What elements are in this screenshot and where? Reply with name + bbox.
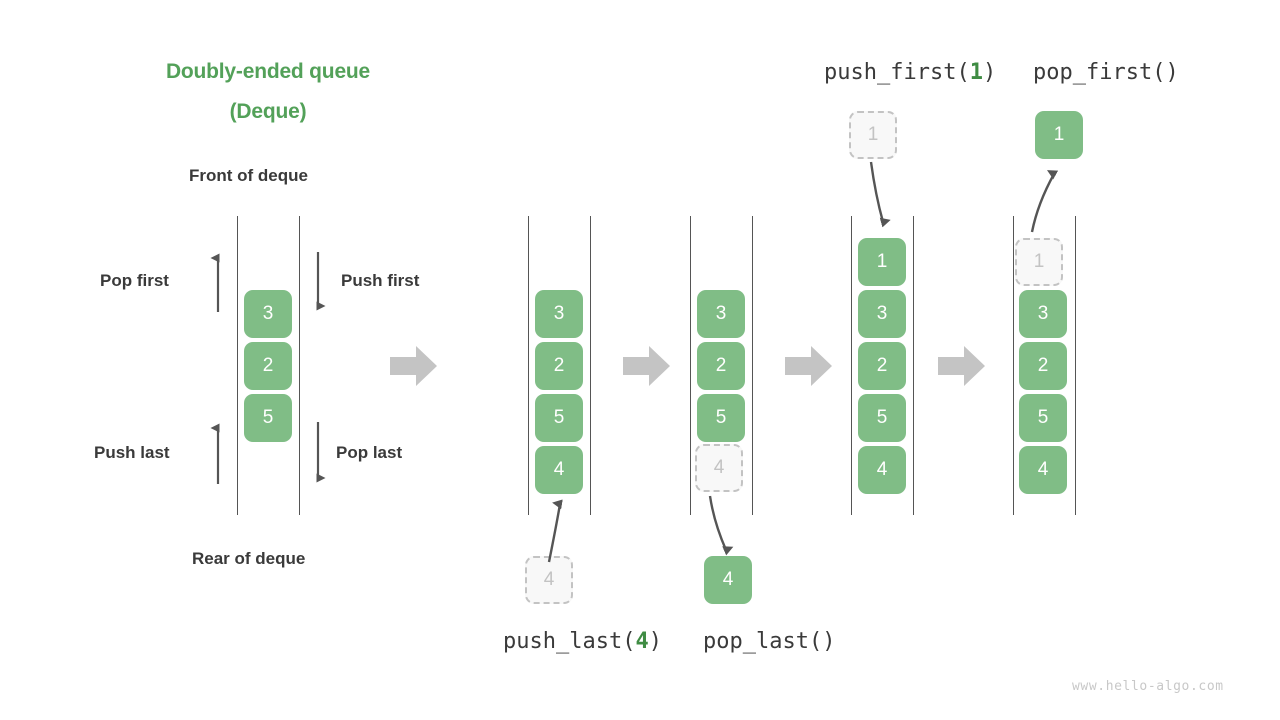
stack3-box-3-ghost: 4 xyxy=(695,444,743,492)
stack3-detached-box: 4 xyxy=(704,556,752,604)
pop-last-paren-close: ) xyxy=(822,629,836,654)
stack4-rail-right xyxy=(913,216,914,515)
push-last-operation-label: push_last(4) xyxy=(503,629,662,654)
watermark-label: www.hello-algo.com xyxy=(1072,679,1224,694)
transition-arrow-2-icon xyxy=(623,346,670,386)
push-first-arrow-icon xyxy=(316,252,326,311)
stack4-box-2: 2 xyxy=(858,342,906,390)
push-first-paren-close: ) xyxy=(982,60,997,85)
push-last-transfer-arrow-icon xyxy=(547,499,563,563)
push-last-paren-close: ) xyxy=(648,629,662,654)
stack1-rail-right xyxy=(299,216,300,515)
push-last-arg: 4 xyxy=(635,629,649,654)
pop-first-paren-close: ) xyxy=(1165,60,1179,85)
stack5-box-4: 4 xyxy=(1019,446,1067,494)
pop-first-arrow-icon xyxy=(210,253,220,312)
stack1-box-0: 3 xyxy=(244,290,292,338)
rear-of-deque-label: Rear of deque xyxy=(192,549,306,568)
stack4-box-0: 1 xyxy=(858,238,906,286)
stack4-detached-ghost-box: 1 xyxy=(849,111,897,159)
stack2-box-1: 2 xyxy=(535,342,583,390)
transition-arrow-3-icon xyxy=(785,346,832,386)
stack3-rail-left xyxy=(690,216,691,515)
stack4-box-3: 5 xyxy=(858,394,906,442)
stack5-rail-left xyxy=(1013,216,1014,515)
stack2-box-0: 3 xyxy=(535,290,583,338)
diagram-title-line1: Doubly-ended queue xyxy=(165,60,371,83)
push-first-operation-label: push_first(1) xyxy=(824,60,996,85)
stack2-box-3: 4 xyxy=(535,446,583,494)
stack5-box-1: 3 xyxy=(1019,290,1067,338)
stack1-box-1: 2 xyxy=(244,342,292,390)
pop-first-operation-label: pop_first() xyxy=(1033,60,1179,85)
stack5-box-0-ghost: 1 xyxy=(1015,238,1063,286)
stack5-box-2: 2 xyxy=(1019,342,1067,390)
stack3-box-1: 2 xyxy=(697,342,745,390)
pop-first-fn-name: pop_first xyxy=(1033,60,1153,85)
pop-last-label: Pop last xyxy=(336,443,403,462)
stack2-detached-ghost-box: 4 xyxy=(525,556,573,604)
stack3-rail-right xyxy=(752,216,753,515)
pop-first-paren-open: ( xyxy=(1152,60,1166,85)
stack1-rail-left xyxy=(237,216,238,515)
transition-arrow-1-icon xyxy=(390,346,437,386)
stack4-box-1: 3 xyxy=(858,290,906,338)
front-of-deque-label: Front of deque xyxy=(189,166,308,185)
stack4-rail-left xyxy=(851,216,852,515)
push-first-fn-name: push_first xyxy=(824,60,957,85)
stack3-box-0: 3 xyxy=(697,290,745,338)
pop-first-transfer-arrow-icon xyxy=(1030,170,1059,233)
stack5-box-3: 5 xyxy=(1019,394,1067,442)
push-last-label: Push last xyxy=(94,443,170,462)
pop-last-fn-name: pop_last xyxy=(703,629,809,654)
pop-last-operation-label: pop_last() xyxy=(703,629,835,654)
diagram-title-line2: (Deque) xyxy=(229,100,307,123)
stack2-box-2: 5 xyxy=(535,394,583,442)
push-last-paren-open: ( xyxy=(622,629,636,654)
stack1-box-2: 5 xyxy=(244,394,292,442)
push-first-label: Push first xyxy=(341,271,420,290)
push-first-paren-open: ( xyxy=(956,60,970,85)
pop-last-arrow-icon xyxy=(316,422,326,483)
stack5-detached-box: 1 xyxy=(1035,111,1083,159)
pop-last-transfer-arrow-icon xyxy=(708,495,734,556)
stack2-rail-right xyxy=(590,216,591,515)
pop-last-paren-open: ( xyxy=(808,629,823,654)
stack5-rail-right xyxy=(1075,216,1076,515)
transition-arrow-4-icon xyxy=(938,346,985,386)
stack4-box-4: 4 xyxy=(858,446,906,494)
stack2-rail-left xyxy=(528,216,529,515)
push-first-transfer-arrow-icon xyxy=(869,161,891,228)
stack3-box-2: 5 xyxy=(697,394,745,442)
push-first-arg: 1 xyxy=(969,60,983,85)
push-last-arrow-icon xyxy=(210,423,220,484)
pop-first-label: Pop first xyxy=(100,271,169,290)
push-last-fn-name: push_last xyxy=(503,629,623,654)
